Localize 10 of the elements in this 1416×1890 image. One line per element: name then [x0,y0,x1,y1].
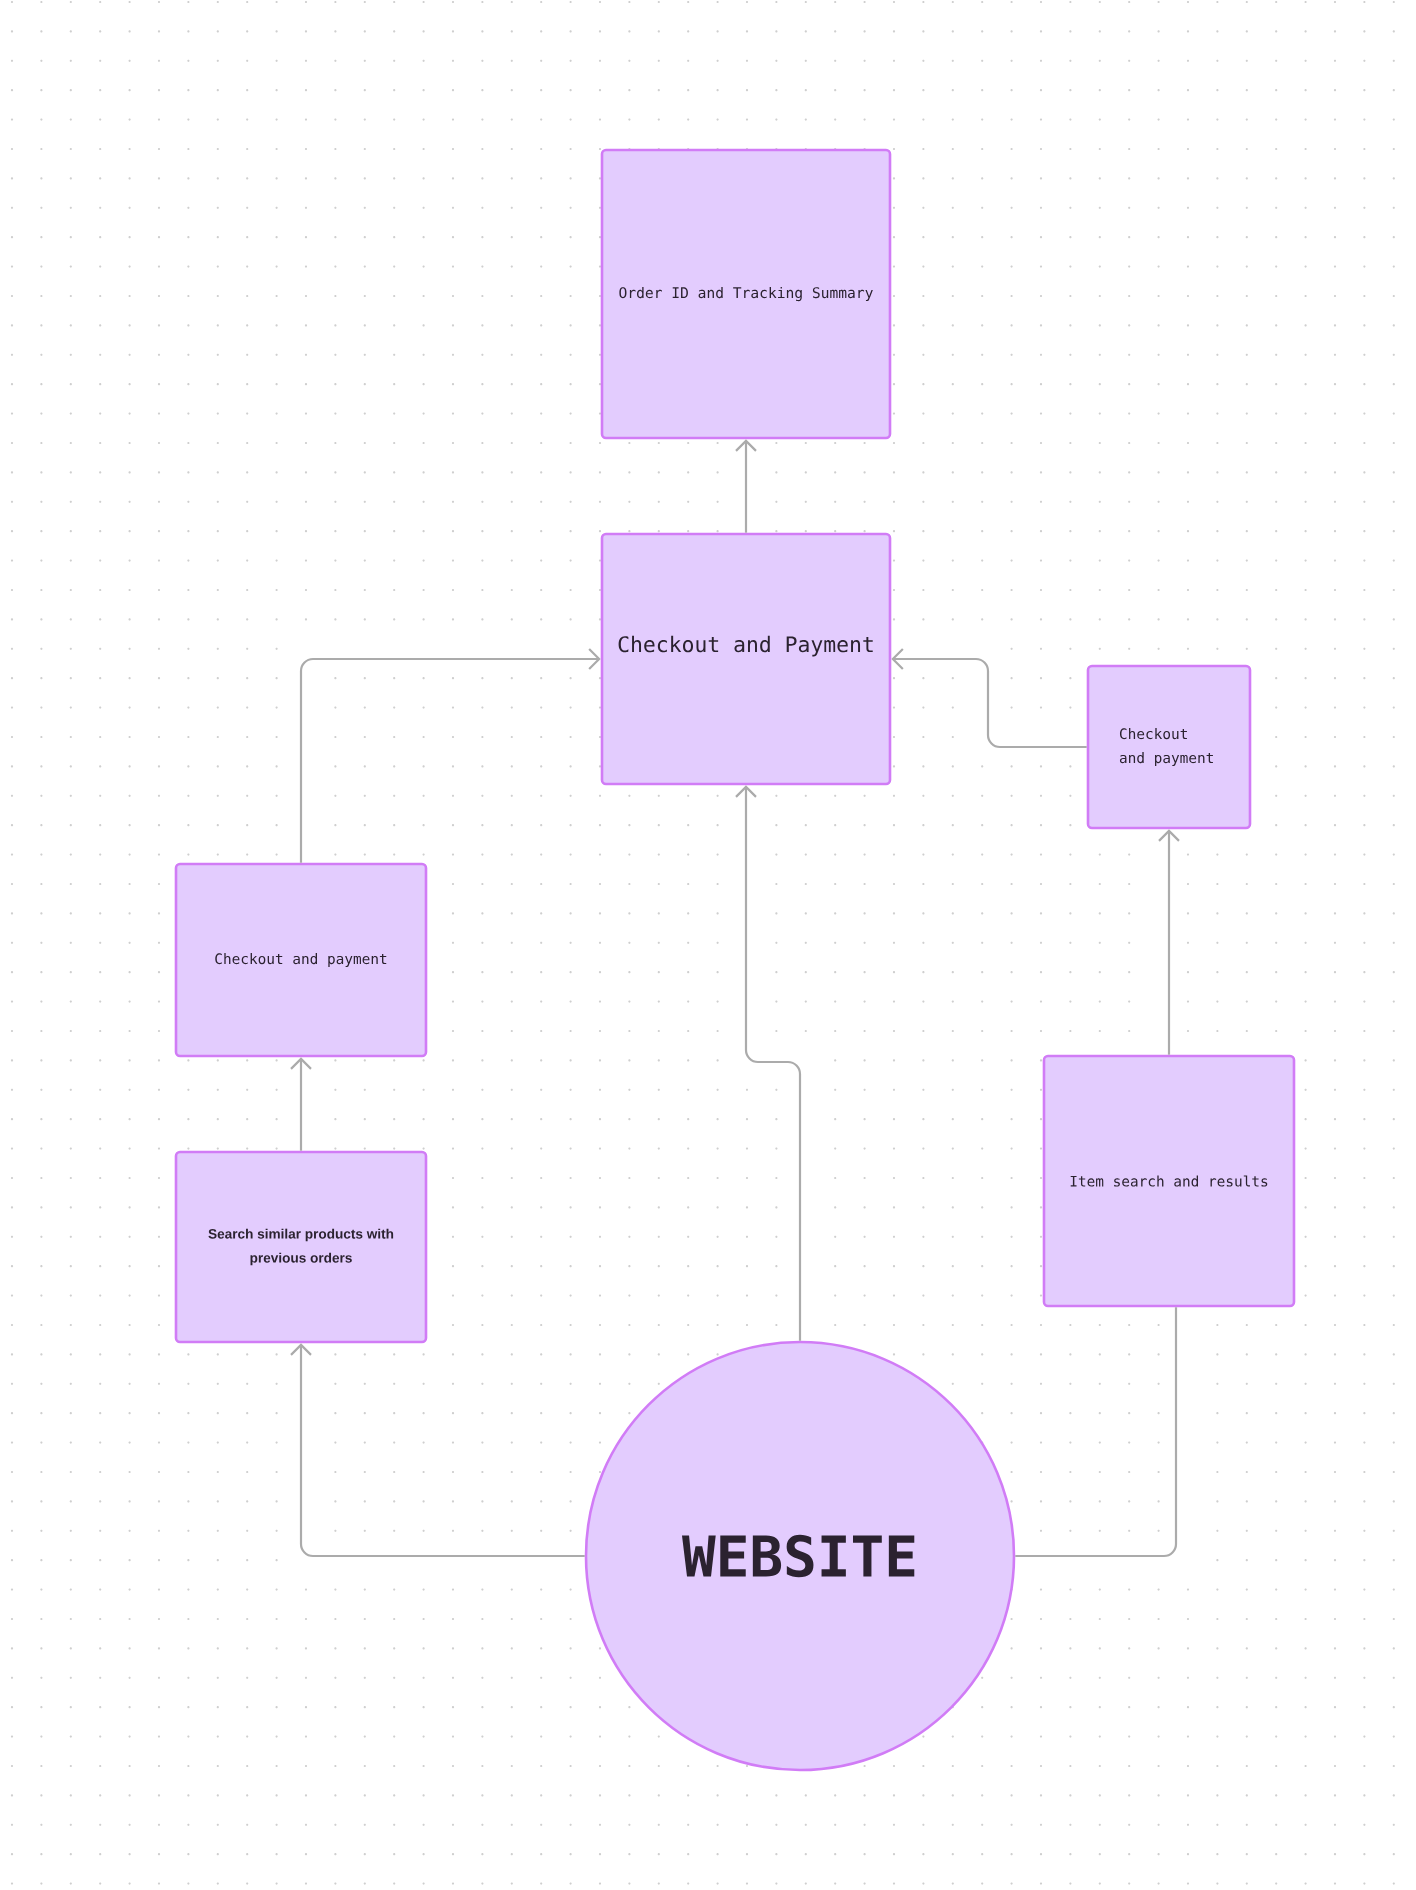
arrow [1158,829,1180,1055]
arrow [735,439,757,533]
arrow [735,785,802,1341]
arrow [891,648,1087,749]
arrow [299,648,601,863]
arrow [290,1343,585,1558]
circle-node: WEBSITE [584,1340,1016,1772]
connector-line [1015,1307,1178,1558]
arrow [290,1057,312,1151]
process-box: Checkout and Payment [600,532,892,786]
